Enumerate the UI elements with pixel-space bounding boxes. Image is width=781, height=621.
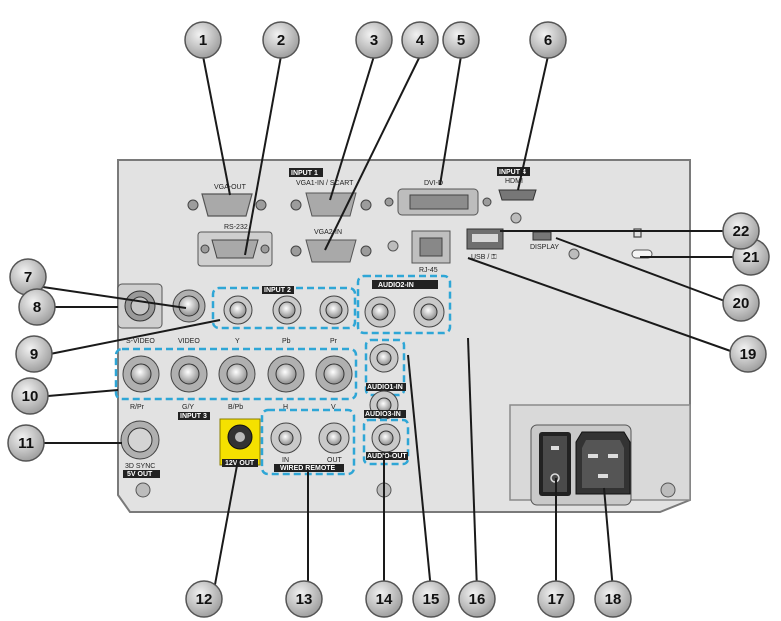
g-y-label: G/Y	[182, 404, 194, 411]
input3-tag: INPUT 3	[180, 413, 207, 420]
b-pb-label: B/Pb	[228, 404, 243, 411]
callout-1: 1	[184, 21, 222, 59]
usb-label: USB / ⚿	[471, 254, 497, 261]
s-video-label: S-VIDEO	[126, 338, 155, 345]
callout-6-number: 6	[544, 32, 552, 49]
input4-tag: INPUT 4	[499, 169, 526, 176]
12v-out-tag: 12V OUT	[225, 460, 255, 467]
rs232-label: RS-232	[224, 224, 248, 231]
input1-tag: INPUT 1	[291, 170, 318, 177]
audio2-in-tag: AUDIO2-IN	[378, 282, 414, 289]
12v-out-port: 12V OUT	[219, 418, 261, 467]
callout-8-number: 8	[33, 299, 41, 316]
callout-17-number: 17	[548, 591, 565, 608]
callout-12: 12	[185, 580, 223, 618]
screw-icon	[510, 212, 522, 224]
callout-4-number: 4	[416, 32, 425, 49]
audio3-in-tag: AUDIO3-IN	[365, 411, 401, 418]
callout-5: 5	[442, 21, 480, 59]
s-video-port: S-VIDEO	[117, 283, 163, 345]
audio2-in-group: AUDIO2-IN	[356, 274, 452, 335]
audio3-in-port: AUDIO3-IN	[364, 390, 406, 420]
callout-17: 17	[537, 580, 575, 618]
callout-13: 13	[285, 580, 323, 618]
3d-sync-port: 3D SYNC 5V OUT	[120, 420, 160, 478]
pr-label: Pr	[330, 338, 338, 345]
callout-20: 20	[722, 284, 760, 322]
callout-8: 8	[18, 288, 56, 326]
input2-ypbpr-group: INPUT 2 Y Pb Pr	[211, 286, 357, 345]
callout-2-number: 2	[277, 32, 285, 49]
callout-12-number: 12	[196, 591, 213, 608]
pb-label: Pb	[282, 338, 291, 345]
dvi-d-label: DVI-D	[424, 180, 443, 187]
callout-5-number: 5	[457, 32, 465, 49]
callout-13-number: 13	[296, 591, 313, 608]
callout-16-number: 16	[469, 591, 486, 608]
usb-port: USB / ⚿	[466, 228, 504, 261]
screw-icon	[660, 482, 676, 498]
ac-power-inlet	[575, 431, 631, 495]
screw-icon	[387, 240, 399, 252]
callout-9-number: 9	[30, 346, 38, 363]
callout-19: 19	[729, 335, 767, 373]
callout-markers: 1 2 3 4 5 6 7 8	[7, 21, 770, 618]
callout-14: 14	[365, 580, 403, 618]
wired-remote-tag: WIRED REMOTE	[280, 465, 336, 472]
3d-sync-label: 3D SYNC	[125, 463, 155, 470]
callout-15-number: 15	[423, 591, 440, 608]
v-label: V	[331, 404, 336, 411]
screw-icon	[135, 482, 151, 498]
audio-out-port: AUDIO-OUT	[362, 418, 410, 466]
callout-3-number: 3	[370, 32, 378, 49]
callout-22-number: 22	[733, 223, 750, 240]
audio1-in-tag: AUDIO1-IN	[367, 384, 403, 391]
callout-9: 9	[15, 335, 53, 373]
callout-18-number: 18	[605, 591, 622, 608]
callout-3: 3	[355, 21, 393, 59]
bnc-rgbhv-group: R/Pr G/Y B/Pb H V INPUT 3	[114, 347, 358, 420]
callout-22: 22	[722, 212, 760, 250]
callout-20-number: 20	[733, 295, 750, 312]
callout-18: 18	[594, 580, 632, 618]
callout-10-number: 10	[22, 388, 39, 405]
vga-out-port: VGA-OUT	[187, 184, 267, 217]
vga1-in-scart-label: VGA1-IN / SCART	[296, 180, 354, 187]
callout-21-number: 21	[743, 249, 760, 266]
callout-16: 16	[458, 580, 496, 618]
callout-7-number: 7	[24, 269, 32, 286]
audio-out-tag: AUDIO-OUT	[367, 453, 407, 460]
leader-lines	[35, 55, 740, 591]
y-label: Y	[235, 338, 240, 345]
r-pr-label: R/Pr	[130, 404, 145, 411]
screw-icon	[568, 248, 580, 260]
in-label: IN	[282, 457, 289, 464]
callout-4: 4	[401, 21, 439, 59]
dvi-d-port: DVI-D	[384, 180, 492, 216]
rj45-port: RJ-45	[411, 230, 451, 274]
hdmi-label: HDMI	[505, 178, 523, 185]
vga2-in-port: VGA2-IN	[290, 229, 372, 263]
video-label: VIDEO	[178, 338, 200, 345]
out-label: OUT	[327, 457, 343, 464]
callout-10: 10	[11, 377, 49, 415]
callout-15: 15	[412, 580, 450, 618]
vga-out-label: VGA-OUT	[214, 184, 247, 191]
callout-1-number: 1	[199, 32, 207, 49]
video-port: VIDEO	[172, 289, 206, 345]
display-label: DISPLAY	[530, 244, 559, 251]
rj45-label: RJ-45	[419, 267, 438, 274]
callout-11: 11	[7, 424, 45, 462]
callout-19-number: 19	[740, 346, 757, 363]
callout-14-number: 14	[376, 591, 393, 608]
callout-2: 2	[262, 21, 300, 59]
h-label: H	[283, 404, 288, 411]
hdmi-port: INPUT 4 HDMI	[497, 167, 537, 201]
callout-6: 6	[529, 21, 567, 59]
vga2-in-label: VGA2-IN	[314, 229, 342, 236]
callout-11-number: 11	[18, 435, 34, 452]
5v-out-tag: 5V OUT	[127, 471, 153, 478]
input2-tag: INPUT 2	[264, 287, 291, 294]
